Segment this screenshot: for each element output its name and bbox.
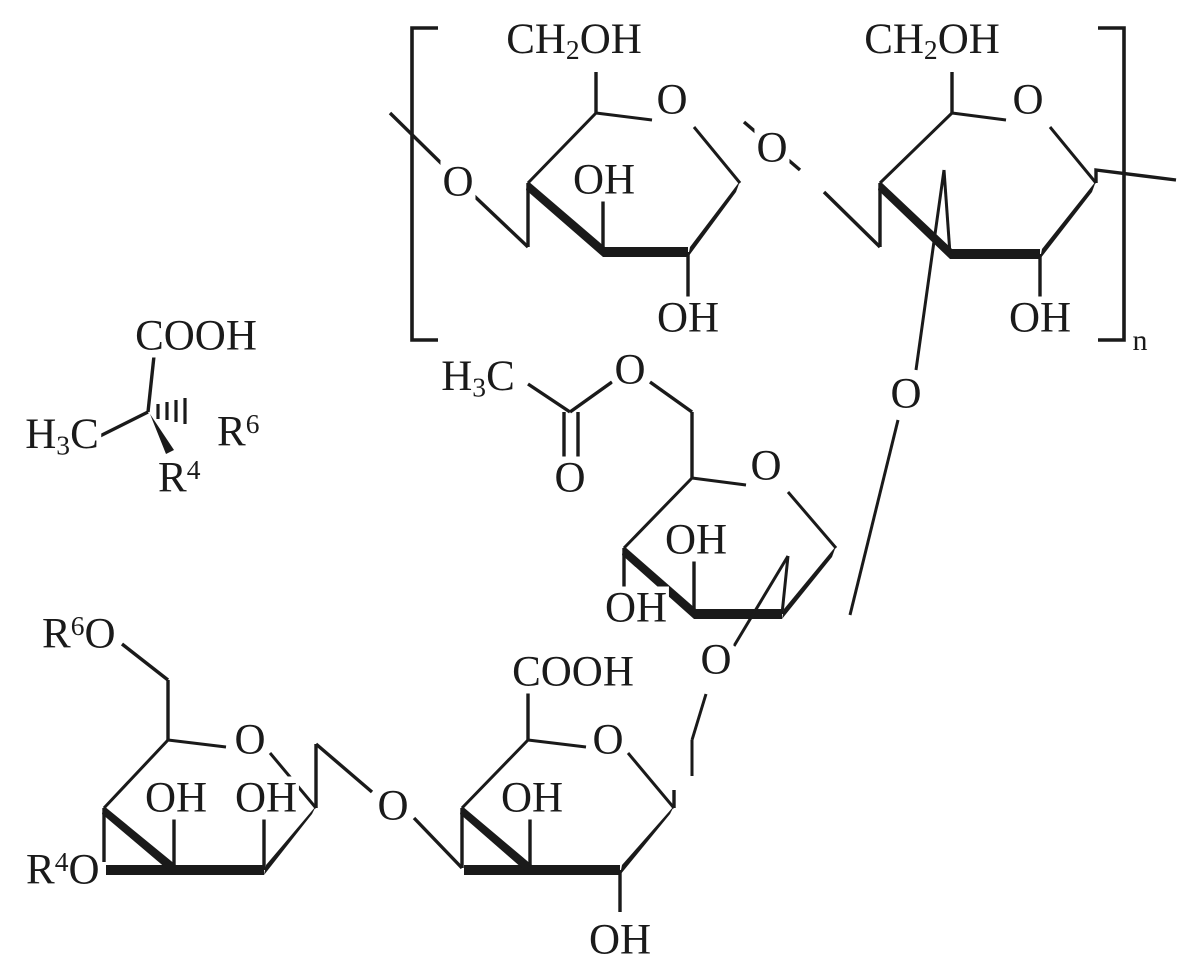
ring-oxygen-middle-icon: O <box>748 442 784 490</box>
label-oh-bottom-left-c3: OH <box>142 774 210 822</box>
glycosidic-oxygen-long-icon: O <box>888 370 924 418</box>
label-ch2oh-top-right: CH2OH <box>862 16 1002 66</box>
ring-oxygen-top-left-icon: O <box>654 76 690 124</box>
repeat-bracket-open <box>410 26 438 342</box>
ring-middle-acetylated <box>622 476 838 776</box>
ring-bottom-left <box>102 642 374 875</box>
repeat-unit-subscript: n <box>1132 324 1148 357</box>
hashed-bond-r6 <box>156 398 187 424</box>
repeat-bracket-close <box>1098 26 1126 342</box>
ring-top-right <box>742 72 1177 616</box>
glycosidic-oxygen-lower-icon: O <box>698 636 734 684</box>
label-oh-top-left-c2: OH <box>654 294 722 342</box>
acetyl-carbonyl-oxygen-icon: O <box>552 454 588 502</box>
glycosidic-oxygen-left-icon: O <box>440 158 476 206</box>
ring-bottom-right <box>460 692 676 912</box>
label-oh-top-right-c2: OH <box>1006 294 1074 342</box>
label-cooh-bottom-right: COOH <box>510 648 636 696</box>
label-oh-middle-c4: OH <box>602 584 670 632</box>
glycosidic-oxygen-mid-top-icon: O <box>754 124 790 172</box>
label-oh-bottom-right-c3: OH <box>498 774 566 822</box>
ring-oxygen-bottom-right-icon: O <box>590 716 626 764</box>
acetyl-ester-oxygen-icon: O <box>612 346 648 394</box>
acetyl-ester-group <box>527 380 694 478</box>
label-side-r6: R6 <box>215 408 262 456</box>
label-r4o-bottom-left: R4O <box>24 846 102 894</box>
label-oh-middle-c3: OH <box>662 516 730 564</box>
label-oh-top-left-c3: OH <box>570 156 638 204</box>
label-acetyl-methyl: H3C <box>439 353 517 403</box>
glycosidic-oxygen-bottom-icon: O <box>375 782 411 830</box>
label-side-cooh: COOH <box>133 312 259 360</box>
glycosidic-link-bottom <box>412 808 464 870</box>
label-oh-bottom-right-c2: OH <box>586 916 654 964</box>
ring-oxygen-top-right-icon: O <box>1010 76 1046 124</box>
label-oh-bottom-left-c2: OH <box>232 774 300 822</box>
label-r6o-bottom-left: R6O <box>40 610 118 658</box>
pyruvyl-stereocenter <box>91 355 187 454</box>
label-ch2oh-top-left: CH2OH <box>504 16 644 66</box>
label-side-r4: R4 <box>156 454 203 502</box>
ring-oxygen-bottom-left-icon: O <box>232 716 268 764</box>
label-side-methyl: H3C <box>23 411 101 461</box>
ring-top-left <box>388 72 742 300</box>
